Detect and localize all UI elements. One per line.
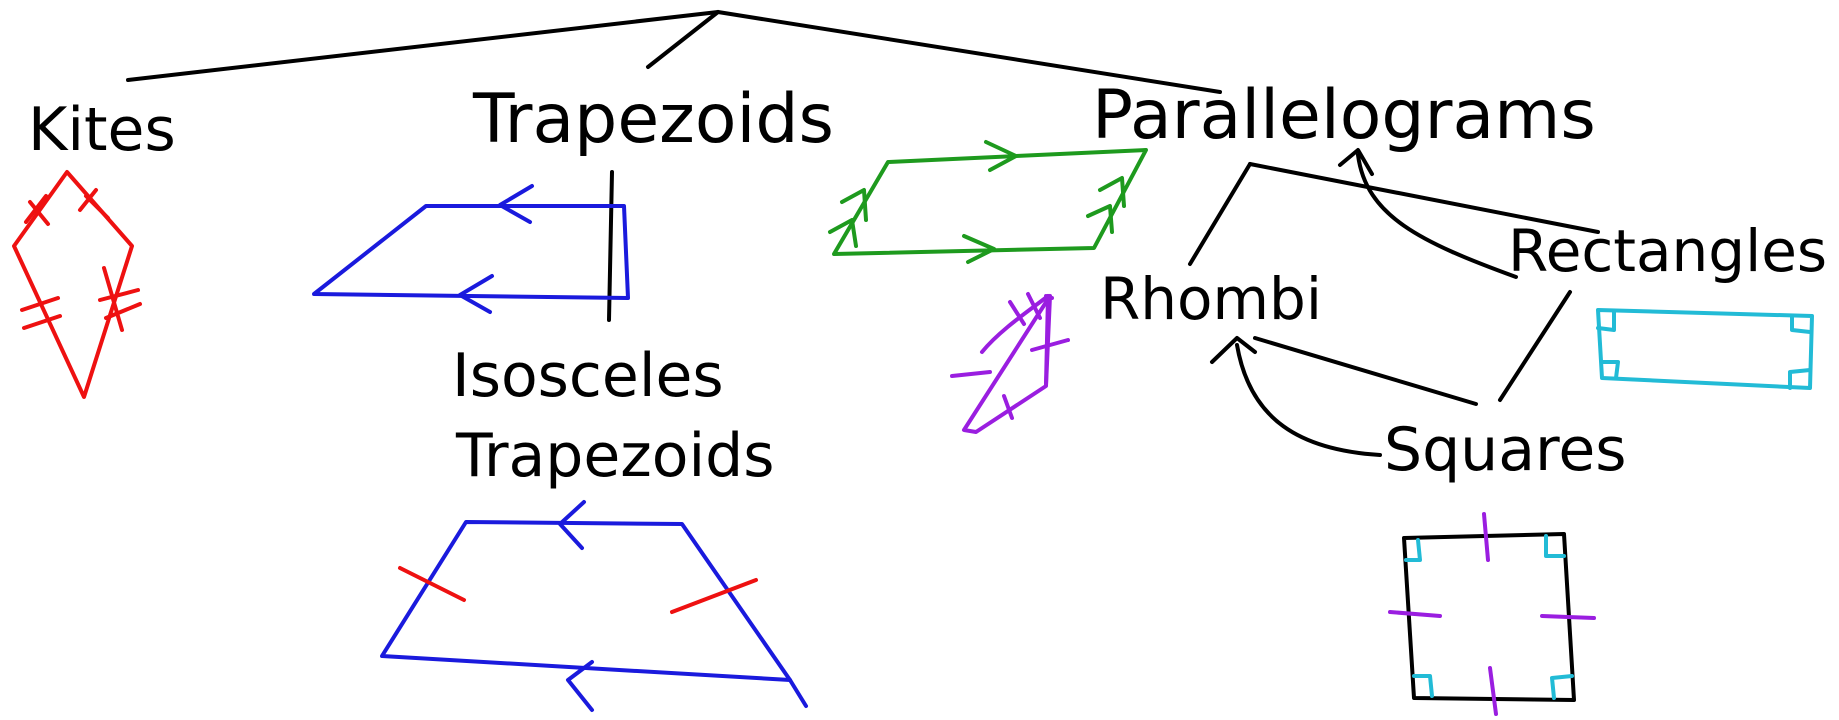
line-root-to-trapezoids	[646, 10, 720, 69]
rectangles-label: Rectangles	[1508, 217, 1828, 285]
isosceles-label-line2: Trapezoids	[456, 421, 775, 491]
trapezoids-label: Trapezoids	[473, 80, 834, 159]
rectangle-shape	[1596, 308, 1814, 390]
arrow-rectangles-to-parallelograms	[1356, 153, 1518, 279]
arrow-rectangles-to-parallelograms-head	[1338, 148, 1374, 176]
isosceles-trapezoid-shape	[380, 500, 808, 712]
line-trapezoids-to-isosceles	[607, 170, 614, 322]
square-shape	[1388, 512, 1596, 716]
trapezoid-shape	[312, 184, 630, 314]
line-root-to-parallelograms	[716, 10, 1222, 94]
line-root-to-kites	[126, 10, 720, 82]
kites-label: Kites	[28, 95, 176, 165]
arrow-squares-to-rhombi	[1235, 343, 1382, 457]
isosceles-label-line1: Isosceles	[452, 341, 724, 411]
line-parallelograms-to-rhombi	[1188, 162, 1252, 266]
squares-label: Squares	[1384, 415, 1627, 485]
kite-shape	[12, 170, 142, 399]
rhombi-label: Rhombi	[1100, 265, 1322, 333]
parallelograms-label: Parallelograms	[1092, 76, 1596, 155]
line-rectangles-to-squares	[1498, 290, 1572, 402]
rhombus-shape	[950, 292, 1070, 434]
line-rhombi-to-squares	[1253, 336, 1478, 406]
hierarchy-lines	[126, 10, 1600, 457]
parallelogram-shape	[828, 140, 1148, 264]
arrow-squares-to-rhombi-head	[1210, 336, 1257, 364]
line-parallelograms-to-rectangles	[1248, 162, 1600, 234]
